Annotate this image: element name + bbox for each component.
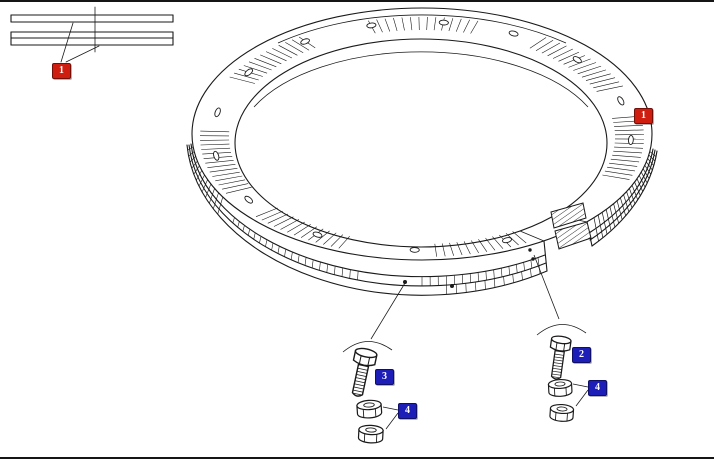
band-hatch-marks — [232, 218, 541, 295]
ring-chamfer-line — [277, 14, 567, 44]
ring-front-band-right — [554, 148, 658, 247]
ring-cross-section-view — [10, 6, 174, 63]
band-hole-left — [403, 280, 407, 284]
left-wall-hatch-marks — [187, 146, 224, 215]
cut-face-hatch-lower — [554, 221, 592, 250]
hex-bolt — [345, 346, 379, 399]
bolt-holes — [213, 19, 634, 253]
bolt-left — [342, 341, 393, 399]
bolt-right — [536, 324, 587, 382]
ring-front-band — [186, 143, 548, 296]
hex-nut — [357, 424, 384, 445]
hex-nut — [547, 378, 573, 398]
band-end-cut-face — [543, 240, 548, 272]
callout-3-bolt-left: 3 — [375, 369, 394, 385]
washer-arc-right — [536, 324, 587, 336]
ring-cut-section — [550, 202, 592, 250]
cut-face-hatch-upper — [550, 202, 587, 229]
washer-arc-left — [342, 341, 393, 353]
hex-nut — [549, 403, 575, 423]
ring-inner-wall-line — [253, 51, 589, 108]
split-ring — [191, 7, 653, 261]
hex-bolt — [545, 334, 573, 382]
callout-4-nuts-right: 4 — [588, 380, 607, 396]
callout-1-section: 1 — [52, 63, 71, 79]
nuts-right — [547, 378, 575, 423]
band-hole-right — [450, 284, 454, 288]
nuts-left — [356, 398, 384, 445]
callout-1-ring: 1 — [634, 108, 653, 124]
hex-nut — [356, 398, 383, 420]
ring-inner-edge — [234, 38, 608, 248]
callout-2-bolt-right: 2 — [572, 347, 591, 363]
callout-4-nuts-left: 4 — [398, 403, 417, 419]
leader-lines — [370, 254, 589, 430]
right-wall-hatch-marks — [593, 151, 656, 241]
